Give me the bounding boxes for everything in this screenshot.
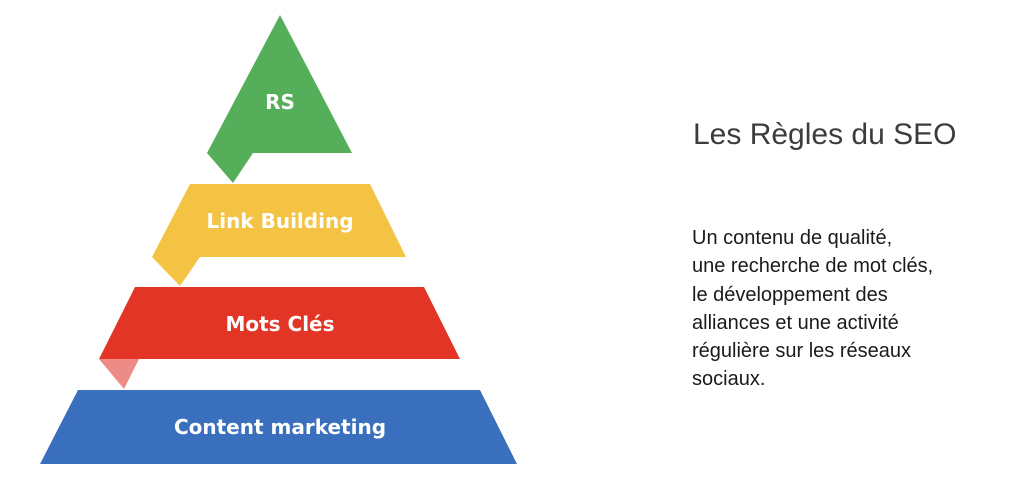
tier-link-building [152, 184, 406, 257]
link-building-fold-tab [152, 257, 200, 286]
tier-rs [207, 15, 352, 153]
description-line: alliances et une activité [692, 311, 899, 334]
page-title: Les Règles du SEO [693, 118, 957, 151]
description-line: une recherche de mot clés, [692, 255, 934, 278]
tier-link-building-label: Link Building [206, 209, 353, 233]
description-text: Un contenu de qualité, une recherche de … [692, 224, 1012, 394]
tier-mots-cles-label: Mots Clés [225, 312, 334, 336]
mots-cles-fold-tab [99, 359, 139, 389]
description-line: régulière sur les réseaux [692, 340, 911, 363]
description-line: le développement des [692, 283, 888, 306]
rs-fold-tab [207, 153, 253, 183]
tier-content-marketing [40, 390, 517, 464]
tier-mots-cles [99, 287, 460, 359]
description-line: sociaux. [692, 368, 766, 391]
tier-content-marketing-label: Content marketing [174, 415, 386, 439]
tier-rs-label: RS [265, 90, 295, 114]
description-line: Un contenu de qualité, [692, 227, 893, 249]
